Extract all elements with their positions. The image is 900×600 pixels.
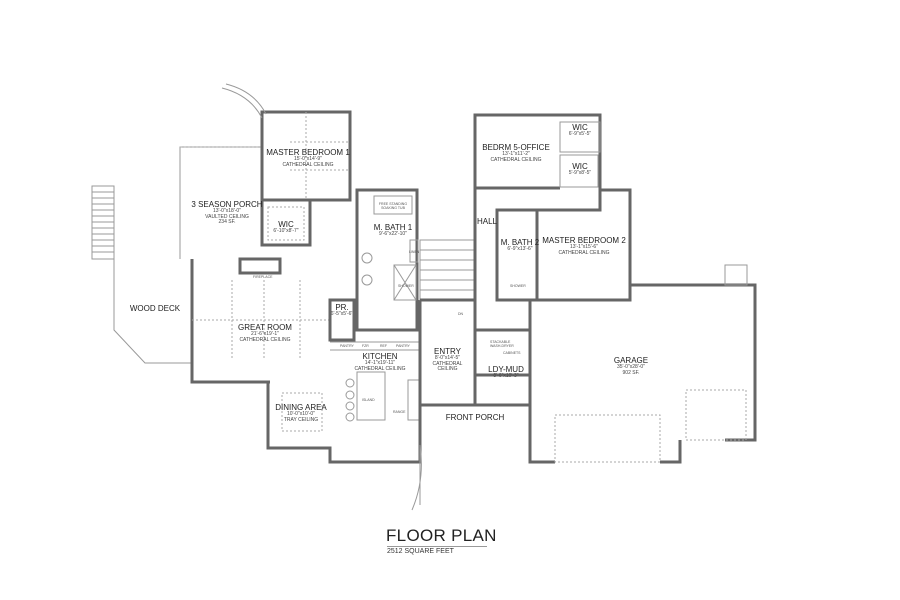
room-name: ENTRY (434, 347, 461, 356)
room-name: M. BATH 2 (500, 238, 540, 247)
room-master-bedroom-2: MASTER BEDROOM 2 13'-1"x15'-6" CATHEDRAL… (540, 236, 628, 256)
room-ceiling: CATHEDRAL CEILING (490, 156, 542, 163)
fixture-stairs-down: DN (458, 312, 464, 316)
room-ceiling: CATHEDRAL CEILING (558, 249, 610, 256)
room-name: GARAGE (613, 356, 649, 365)
room-name: WOOD DECK (129, 304, 181, 313)
room-three-season-porch: 3 SEASON PORCH 13'-0"x18'-0" VAULTED CEI… (186, 200, 268, 225)
room-great-room: GREAT ROOM 21'-6"x19'-1" CATHEDRAL CEILI… (230, 323, 300, 343)
fixture-pantry-1: PANTRY (340, 344, 354, 348)
fixture-fireplace: FIREPLACE (253, 275, 273, 279)
room-front-porch: FRONT PORCH (440, 413, 510, 422)
fixture-fzr: FZR (362, 344, 369, 348)
room-dimensions: 6'-9"x5'-5" (568, 131, 592, 138)
fixture-island: ISLAND (362, 398, 375, 402)
room-bedrm-5-office: BEDRM 5-OFFICE 13'-1"x11'-2" CATHEDRAL C… (480, 143, 552, 163)
room-name: GREAT ROOM (238, 323, 292, 332)
fixture-linen: LINEN (409, 250, 420, 254)
room-dimensions: 21'-6"x19'-1" (251, 331, 279, 338)
room-name: MASTER BEDROOM 1 (266, 148, 350, 157)
room-ceiling: CATHEDRAL (432, 360, 463, 367)
room-name: BEDRM 5-OFFICE (482, 143, 550, 152)
fixture-tub: FREE STANDING SOAKING TUB (378, 202, 408, 210)
room-ceiling: CATHEDRAL CEILING (282, 161, 334, 168)
fixture-shower-2: SHOWER (510, 284, 526, 288)
fixture-stackable: STACKABLE WASH-DRYER (490, 340, 514, 348)
room-garage: GARAGE 35'-0"x28'-0" 902 SF. (606, 356, 656, 376)
room-name: KITCHEN (362, 352, 398, 361)
room-ceiling: CATHEDRAL CEILING (354, 365, 406, 372)
room-dimensions: 13'-0"x18'-0" (213, 208, 241, 215)
room-name: PR. (335, 303, 349, 312)
room-ceiling-2: CEILING (437, 365, 458, 372)
deck-stairs (91, 185, 115, 260)
room-wic-3: WIC 5'-9"x8'-5" (563, 162, 597, 177)
room-pr: PR. 6'-5"x5'-6" (330, 303, 354, 318)
fixture-ref: REF (380, 344, 387, 348)
room-ceiling: CATHEDRAL CEILING (239, 336, 291, 343)
room-name: WIC (278, 220, 294, 229)
room-dimensions: 9'-6"x22'-10" (379, 231, 407, 238)
room-m-bath-1: M. BATH 1 9'-6"x22'-10" (368, 223, 418, 238)
plan-square-feet: 2512 SQUARE FEET (387, 546, 487, 555)
room-dimensions: 14'-1"x19'-11" (364, 360, 396, 367)
room-ceiling: VAULTED CEILING (205, 213, 249, 220)
plan-title: FLOOR PLAN (386, 526, 497, 545)
fixture-range: RANGE (393, 410, 406, 414)
room-wic-2: WIC 6'-9"x5'-5" (563, 123, 597, 138)
room-dimensions: 13'-1"x11'-2" (502, 151, 530, 158)
room-dimensions: 8'-6"x10'-3" (493, 373, 519, 380)
room-area: 902 SF. (622, 369, 640, 376)
fixture-shower-1: SHOWER (398, 284, 414, 288)
room-dimensions: 8'-0"x14'-5" (434, 355, 461, 362)
room-m-bath-2: M. BATH 2 6'-9"x13'-6" (500, 238, 540, 253)
room-wic-1: WIC 6'-10"x8'-7" (266, 220, 306, 235)
room-name: MASTER BEDROOM 2 (542, 236, 626, 245)
room-wood-deck: WOOD DECK (125, 304, 185, 313)
room-dimensions: 13'-1"x15'-6" (570, 244, 598, 251)
room-kitchen: KITCHEN 14'-1"x19'-11" CATHEDRAL CEILING (345, 352, 415, 372)
fixture-cabinets: CABINETS (503, 351, 521, 355)
room-dimensions: 6'-9"x13'-6" (507, 246, 533, 253)
room-dimensions: 10'-0"x10'-0" (287, 411, 315, 418)
room-name: WIC (572, 123, 588, 132)
room-dimensions: 15'-0"x14'-9" (294, 156, 322, 163)
room-name: DINING AREA (275, 403, 327, 412)
room-name: M. BATH 1 (373, 223, 413, 232)
fixture-pantry-2: PANTRY (396, 344, 410, 348)
room-dimensions: 6'-5"x5'-6" (330, 311, 354, 318)
room-ldy-mud: LDY-MUD 8'-6"x10'-3" (484, 365, 528, 380)
room-name: WIC (572, 162, 588, 171)
room-name: FRONT PORCH (445, 413, 505, 422)
room-area: 234 SF. (218, 218, 236, 225)
room-master-bedroom-1: MASTER BEDROOM 1 15'-0"x14'-9" CATHEDRAL… (264, 148, 352, 168)
room-entry: ENTRY 8'-0"x14'-5" CATHEDRAL CEILING (425, 347, 470, 372)
room-hall: HALL (476, 217, 498, 226)
room-dimensions: 6'-10"x8'-7" (273, 228, 299, 235)
room-name: HALL (476, 217, 497, 226)
room-dining-area: DINING AREA 10'-0"x10'-0" TRAY CEILING (272, 403, 330, 423)
room-dimensions: 35'-0"x28'-0" (617, 364, 645, 371)
room-name: LDY-MUD (488, 365, 524, 374)
room-ceiling: TRAY CEILING (283, 416, 319, 423)
room-name: 3 SEASON PORCH (191, 200, 263, 209)
room-dimensions: 5'-9"x8'-5" (568, 170, 592, 177)
